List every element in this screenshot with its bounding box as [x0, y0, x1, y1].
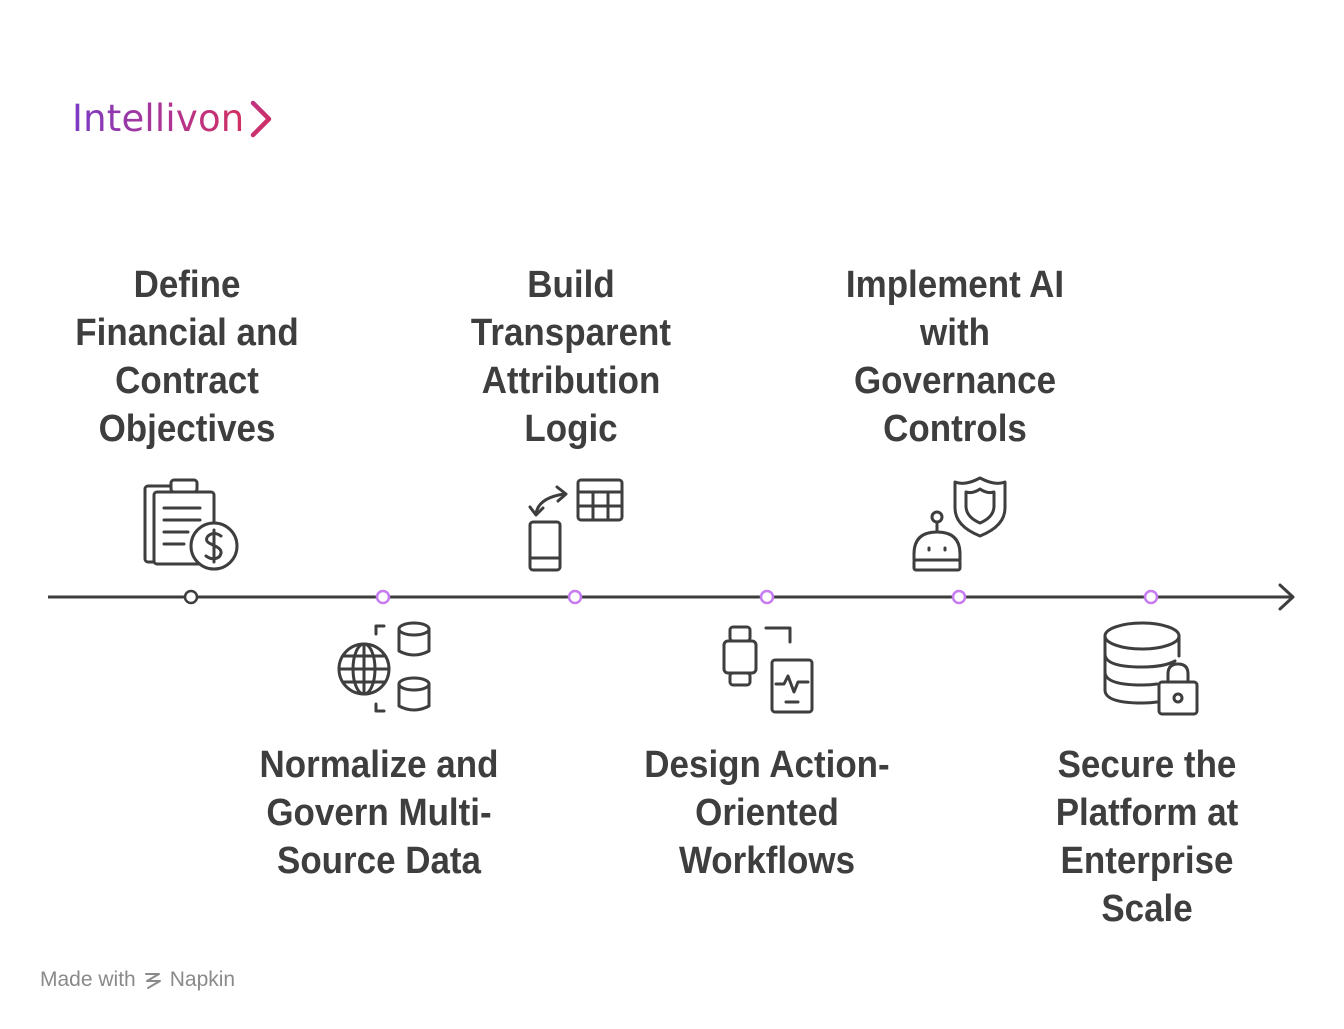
watch-tablet-icon	[722, 625, 814, 714]
made-with-text: Made with	[40, 968, 136, 991]
timeline-marker-4	[759, 589, 775, 605]
napkin-logo-icon	[144, 973, 161, 989]
clipboard-dollar-icon	[143, 478, 239, 571]
robot-shield-icon	[912, 476, 1007, 572]
footer-attribution: Made with Napkin	[40, 962, 235, 998]
brand-name: Intellivon	[72, 94, 244, 144]
timeline-arrowhead	[1278, 583, 1295, 611]
timeline-marker-3	[567, 589, 583, 605]
timeline-marker-2	[375, 589, 391, 605]
timeline-marker-6	[1143, 589, 1159, 605]
napkin-brand[interactable]: Napkin	[142, 968, 235, 992]
chevron-right-icon	[251, 100, 272, 138]
database-lock-icon	[1103, 621, 1199, 716]
device-sync-table-icon	[528, 478, 624, 572]
step-label-1: Define Financial and Contract Objectives	[75, 264, 299, 450]
step-label-3: Build Transparent Attribution Logic	[470, 264, 672, 450]
brand-logo: Intellivon	[72, 94, 274, 144]
timeline-marker-1	[183, 589, 199, 605]
timeline-marker-5	[951, 589, 967, 605]
globe-database-icon	[337, 621, 431, 713]
step-label-6: Secure the Platform at Enterprise Scale	[1055, 744, 1239, 930]
step-label-2: Normalize and Govern Multi- Source Data	[259, 744, 499, 882]
step-label-5: Implement AI with Governance Controls	[845, 264, 1065, 450]
step-label-4: Design Action- Oriented Workflows	[644, 744, 890, 882]
napkin-text: Napkin	[169, 968, 236, 991]
